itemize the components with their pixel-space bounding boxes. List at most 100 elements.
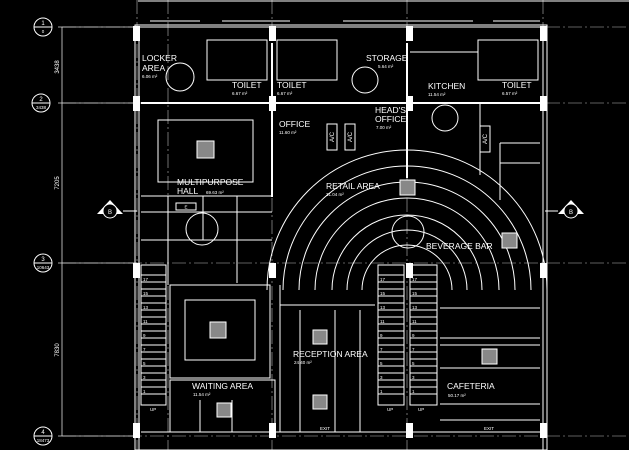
structural-column bbox=[540, 263, 547, 278]
waiting-label: WAITING AREA bbox=[192, 381, 253, 391]
office-label: OFFICE bbox=[279, 119, 310, 129]
stair-step-number: 3 bbox=[412, 375, 415, 380]
toilet-area: 6.67 m² bbox=[232, 91, 248, 96]
exit-sign: EXIT bbox=[320, 426, 330, 431]
structural-column bbox=[406, 96, 413, 111]
locker-label: LOCKER bbox=[142, 53, 177, 63]
stair-up-label: UP bbox=[387, 407, 393, 412]
structural-column bbox=[540, 96, 547, 111]
stair-up-label: UP bbox=[418, 407, 424, 412]
stair-step-number: 11 bbox=[380, 319, 385, 324]
stair-step-number: 1 bbox=[412, 389, 415, 394]
heads-office-area: 7.00 m² bbox=[376, 125, 392, 130]
stair-step-number: 15 bbox=[380, 291, 386, 296]
retail-arc bbox=[346, 229, 468, 291]
cafeteria-label: CAFETERIA bbox=[447, 381, 495, 391]
stair-flight bbox=[377, 264, 405, 406]
dimension-label: 7830 bbox=[55, 343, 61, 357]
stair-step-number: 17 bbox=[412, 277, 418, 282]
walls bbox=[134, 20, 548, 450]
retail-area: 31.04 m² bbox=[326, 192, 344, 197]
beverage-bar-label: BEVERAGE BAR bbox=[426, 241, 493, 251]
dimension-label: 7205 bbox=[55, 176, 61, 190]
section-marker-left: B bbox=[97, 200, 137, 219]
retail-arc bbox=[361, 244, 453, 291]
heads-office-label: OFFICE bbox=[375, 114, 406, 124]
multipurpose-label: HALL bbox=[177, 186, 199, 196]
stair-step-number: 5 bbox=[380, 361, 383, 366]
svg-text:3: 3 bbox=[41, 257, 45, 263]
stair-step-number: 15 bbox=[143, 291, 149, 296]
structural-column bbox=[269, 423, 276, 438]
stair-flight bbox=[409, 264, 438, 406]
grid-bubble-2: 2 3438 bbox=[31, 93, 51, 113]
toilet-label: TOILET bbox=[502, 80, 532, 90]
retail-arc bbox=[266, 149, 548, 291]
retail-label: RETAIL AREA bbox=[326, 181, 380, 191]
storage-label: STORAGE bbox=[366, 53, 408, 63]
stair-step-number: 7 bbox=[380, 347, 383, 352]
structural-column bbox=[133, 423, 140, 438]
stair-step-number: 11 bbox=[143, 319, 148, 324]
structural-column bbox=[406, 26, 413, 41]
svg-text:4: 4 bbox=[41, 430, 45, 436]
stair-step-number: 17 bbox=[143, 277, 149, 282]
grid-bubble-1: 1 0 bbox=[33, 17, 53, 37]
storage-area: 5.64 m² bbox=[378, 64, 394, 69]
stair-step-number: 9 bbox=[412, 333, 415, 338]
stair-up-label: UP bbox=[150, 407, 156, 412]
toilet-area: 6.67 m² bbox=[277, 91, 293, 96]
svg-text:1: 1 bbox=[41, 21, 45, 27]
cafeteria-area: 50.17 m² bbox=[448, 393, 466, 398]
ac-unit: A/C bbox=[483, 133, 489, 144]
grid-bubble-3: 3 10643 bbox=[33, 253, 53, 273]
structural-column bbox=[133, 263, 140, 278]
svg-text:10643: 10643 bbox=[37, 265, 50, 270]
stair-step-number: 13 bbox=[143, 305, 149, 310]
svg-text:0: 0 bbox=[42, 29, 45, 34]
exit-sign: EXIT bbox=[484, 426, 494, 431]
structural-column bbox=[269, 263, 276, 278]
ceiling-fixtures bbox=[165, 62, 518, 418]
stair-step-number: 5 bbox=[143, 361, 146, 366]
toilet-label: TOILET bbox=[232, 80, 262, 90]
stair-step-number: 3 bbox=[380, 375, 383, 380]
locker-area: 6.06 m² bbox=[142, 74, 158, 79]
reception-area: 24.40 m² bbox=[294, 360, 312, 365]
retail-arc bbox=[331, 214, 483, 291]
dimension-line: 3438 7205 7830 bbox=[55, 26, 137, 437]
locker-label: AREA bbox=[142, 63, 165, 73]
stair-step-number: 17 bbox=[380, 277, 386, 282]
heads-office-label: HEAD'S bbox=[375, 105, 406, 115]
structural-column bbox=[133, 96, 140, 111]
structural-column bbox=[269, 26, 276, 41]
stair-step-number: 3 bbox=[143, 375, 146, 380]
stair-step-number: 13 bbox=[412, 305, 418, 310]
toilet-label: TOILET bbox=[277, 80, 307, 90]
columns bbox=[133, 26, 547, 438]
stair-step-number: 5 bbox=[412, 361, 415, 366]
section-marker-right: B bbox=[545, 200, 584, 219]
kitchen-area: 11.54 m² bbox=[428, 92, 446, 97]
structural-column bbox=[406, 423, 413, 438]
reception-label: RECEPTION AREA bbox=[293, 349, 368, 359]
stair-step-number: 7 bbox=[412, 347, 415, 352]
stair-step-number: 1 bbox=[380, 389, 383, 394]
structural-column bbox=[540, 423, 547, 438]
stair-flight bbox=[140, 264, 167, 406]
structural-column bbox=[133, 26, 140, 41]
structural-column bbox=[406, 263, 413, 278]
stair-step-number: 7 bbox=[143, 347, 146, 352]
stair-step-number: 9 bbox=[380, 333, 383, 338]
stair-step-number: 9 bbox=[143, 333, 146, 338]
svg-text:B: B bbox=[108, 210, 112, 216]
stair-step-number: 15 bbox=[412, 291, 418, 296]
toilet-area: 6.57 m² bbox=[502, 91, 518, 96]
ac-unit: A/C bbox=[348, 131, 354, 142]
dimension-label: 3438 bbox=[55, 60, 61, 74]
stair-step-number: 13 bbox=[380, 305, 386, 310]
retail-arc bbox=[314, 197, 500, 291]
stair-step-number: 11 bbox=[412, 319, 417, 324]
